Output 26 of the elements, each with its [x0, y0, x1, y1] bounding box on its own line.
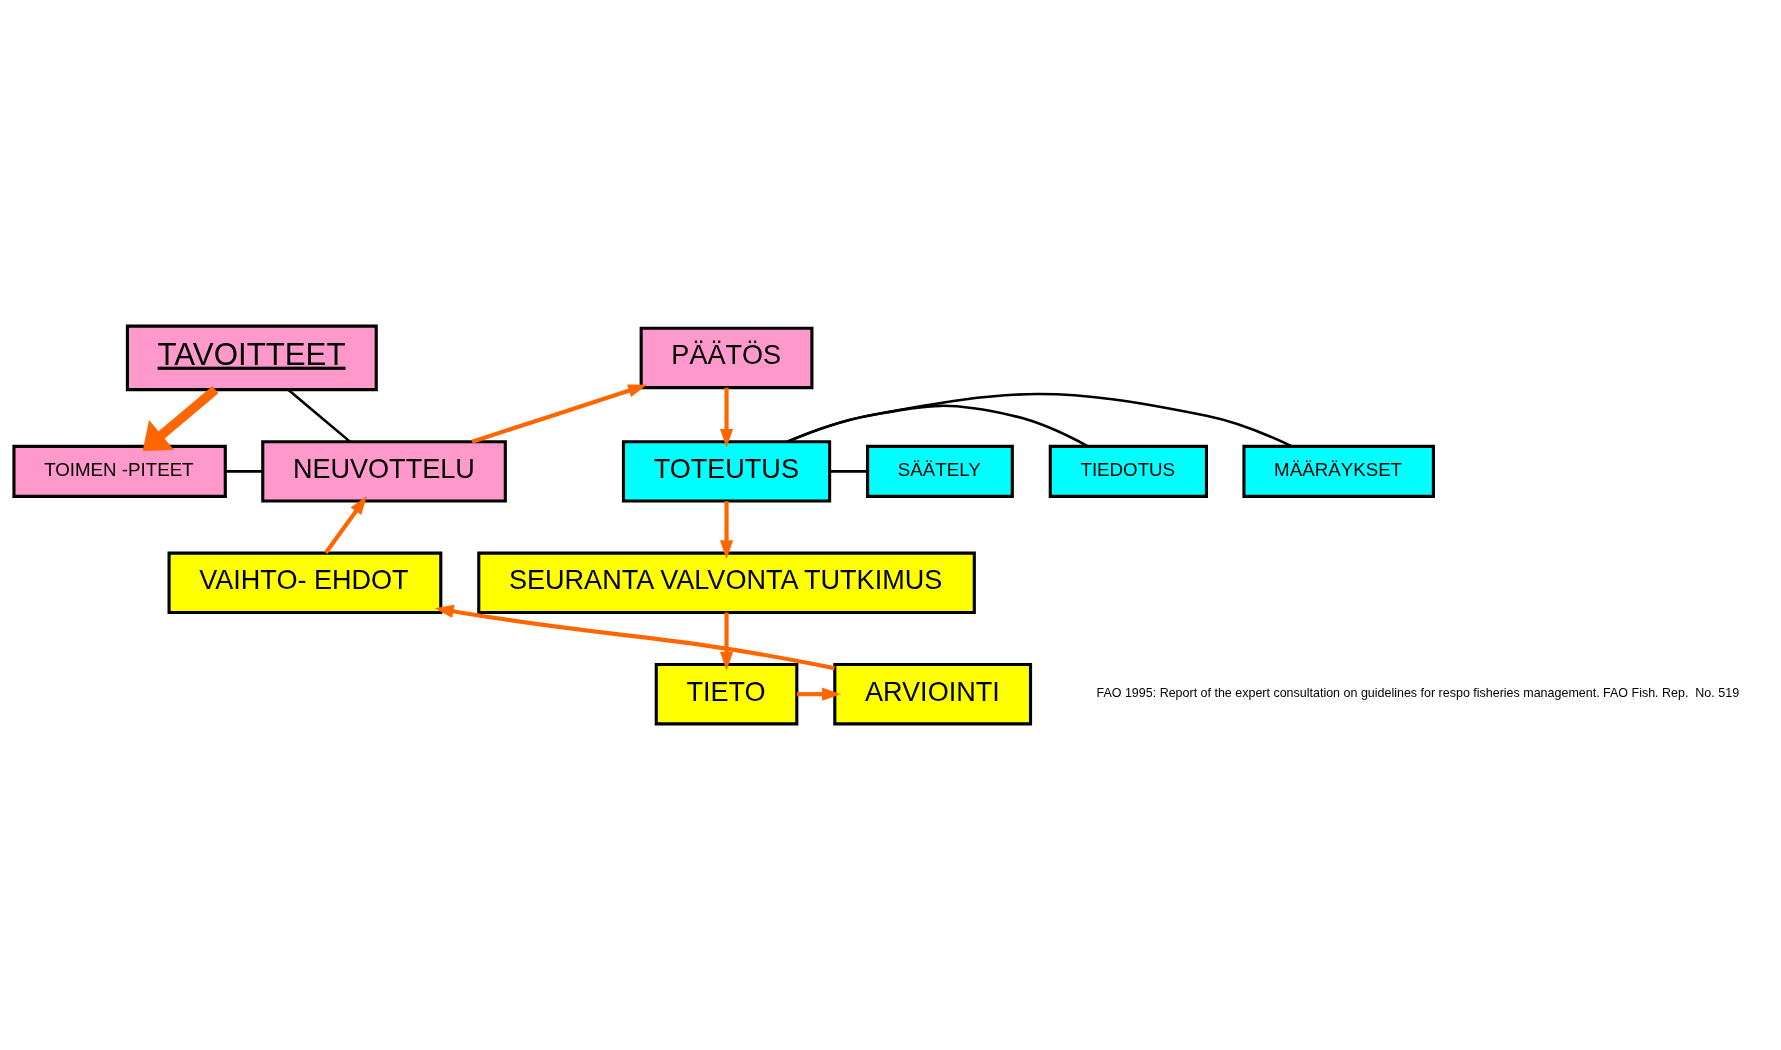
- node-box: TOTEUTUS: [621, 440, 832, 503]
- arrow: [719, 501, 734, 560]
- connector: [786, 392, 1293, 448]
- node-box: SÄÄTELY: [866, 444, 1014, 498]
- node-box: MÄÄRÄYKSET: [1242, 444, 1435, 498]
- arrow: [142, 386, 219, 451]
- node-box: TIETO: [654, 662, 799, 726]
- connector: [287, 388, 351, 443]
- node-box: TAVOITTEET: [125, 324, 378, 392]
- label: FAO 1995: Report of the expert consultation on guidelines for respo fisheries management. FAO Fish. Rep. No. 519: [1096, 686, 1740, 701]
- arrow: [719, 612, 734, 671]
- connector: [225, 470, 263, 473]
- node-box: SEURANTA VALVONTA TUTKIMUS: [477, 551, 976, 614]
- node-box: TOIMEN -PITEET: [12, 444, 227, 498]
- node-box: NEUVOTTELU: [261, 440, 507, 503]
- arrow: [797, 687, 841, 701]
- connector: [829, 470, 868, 473]
- node-box: VAIHTO- EHDOT: [167, 551, 443, 614]
- node-box: PÄÄTÖS: [639, 326, 814, 390]
- arrow: [434, 604, 835, 671]
- arrow: [719, 387, 734, 448]
- node-box: ARVIOINTI: [833, 662, 1033, 726]
- connector: [786, 404, 1089, 448]
- node-box: TIEDOTUS: [1048, 444, 1208, 498]
- arrow: [324, 496, 367, 555]
- arrow: [471, 384, 647, 444]
